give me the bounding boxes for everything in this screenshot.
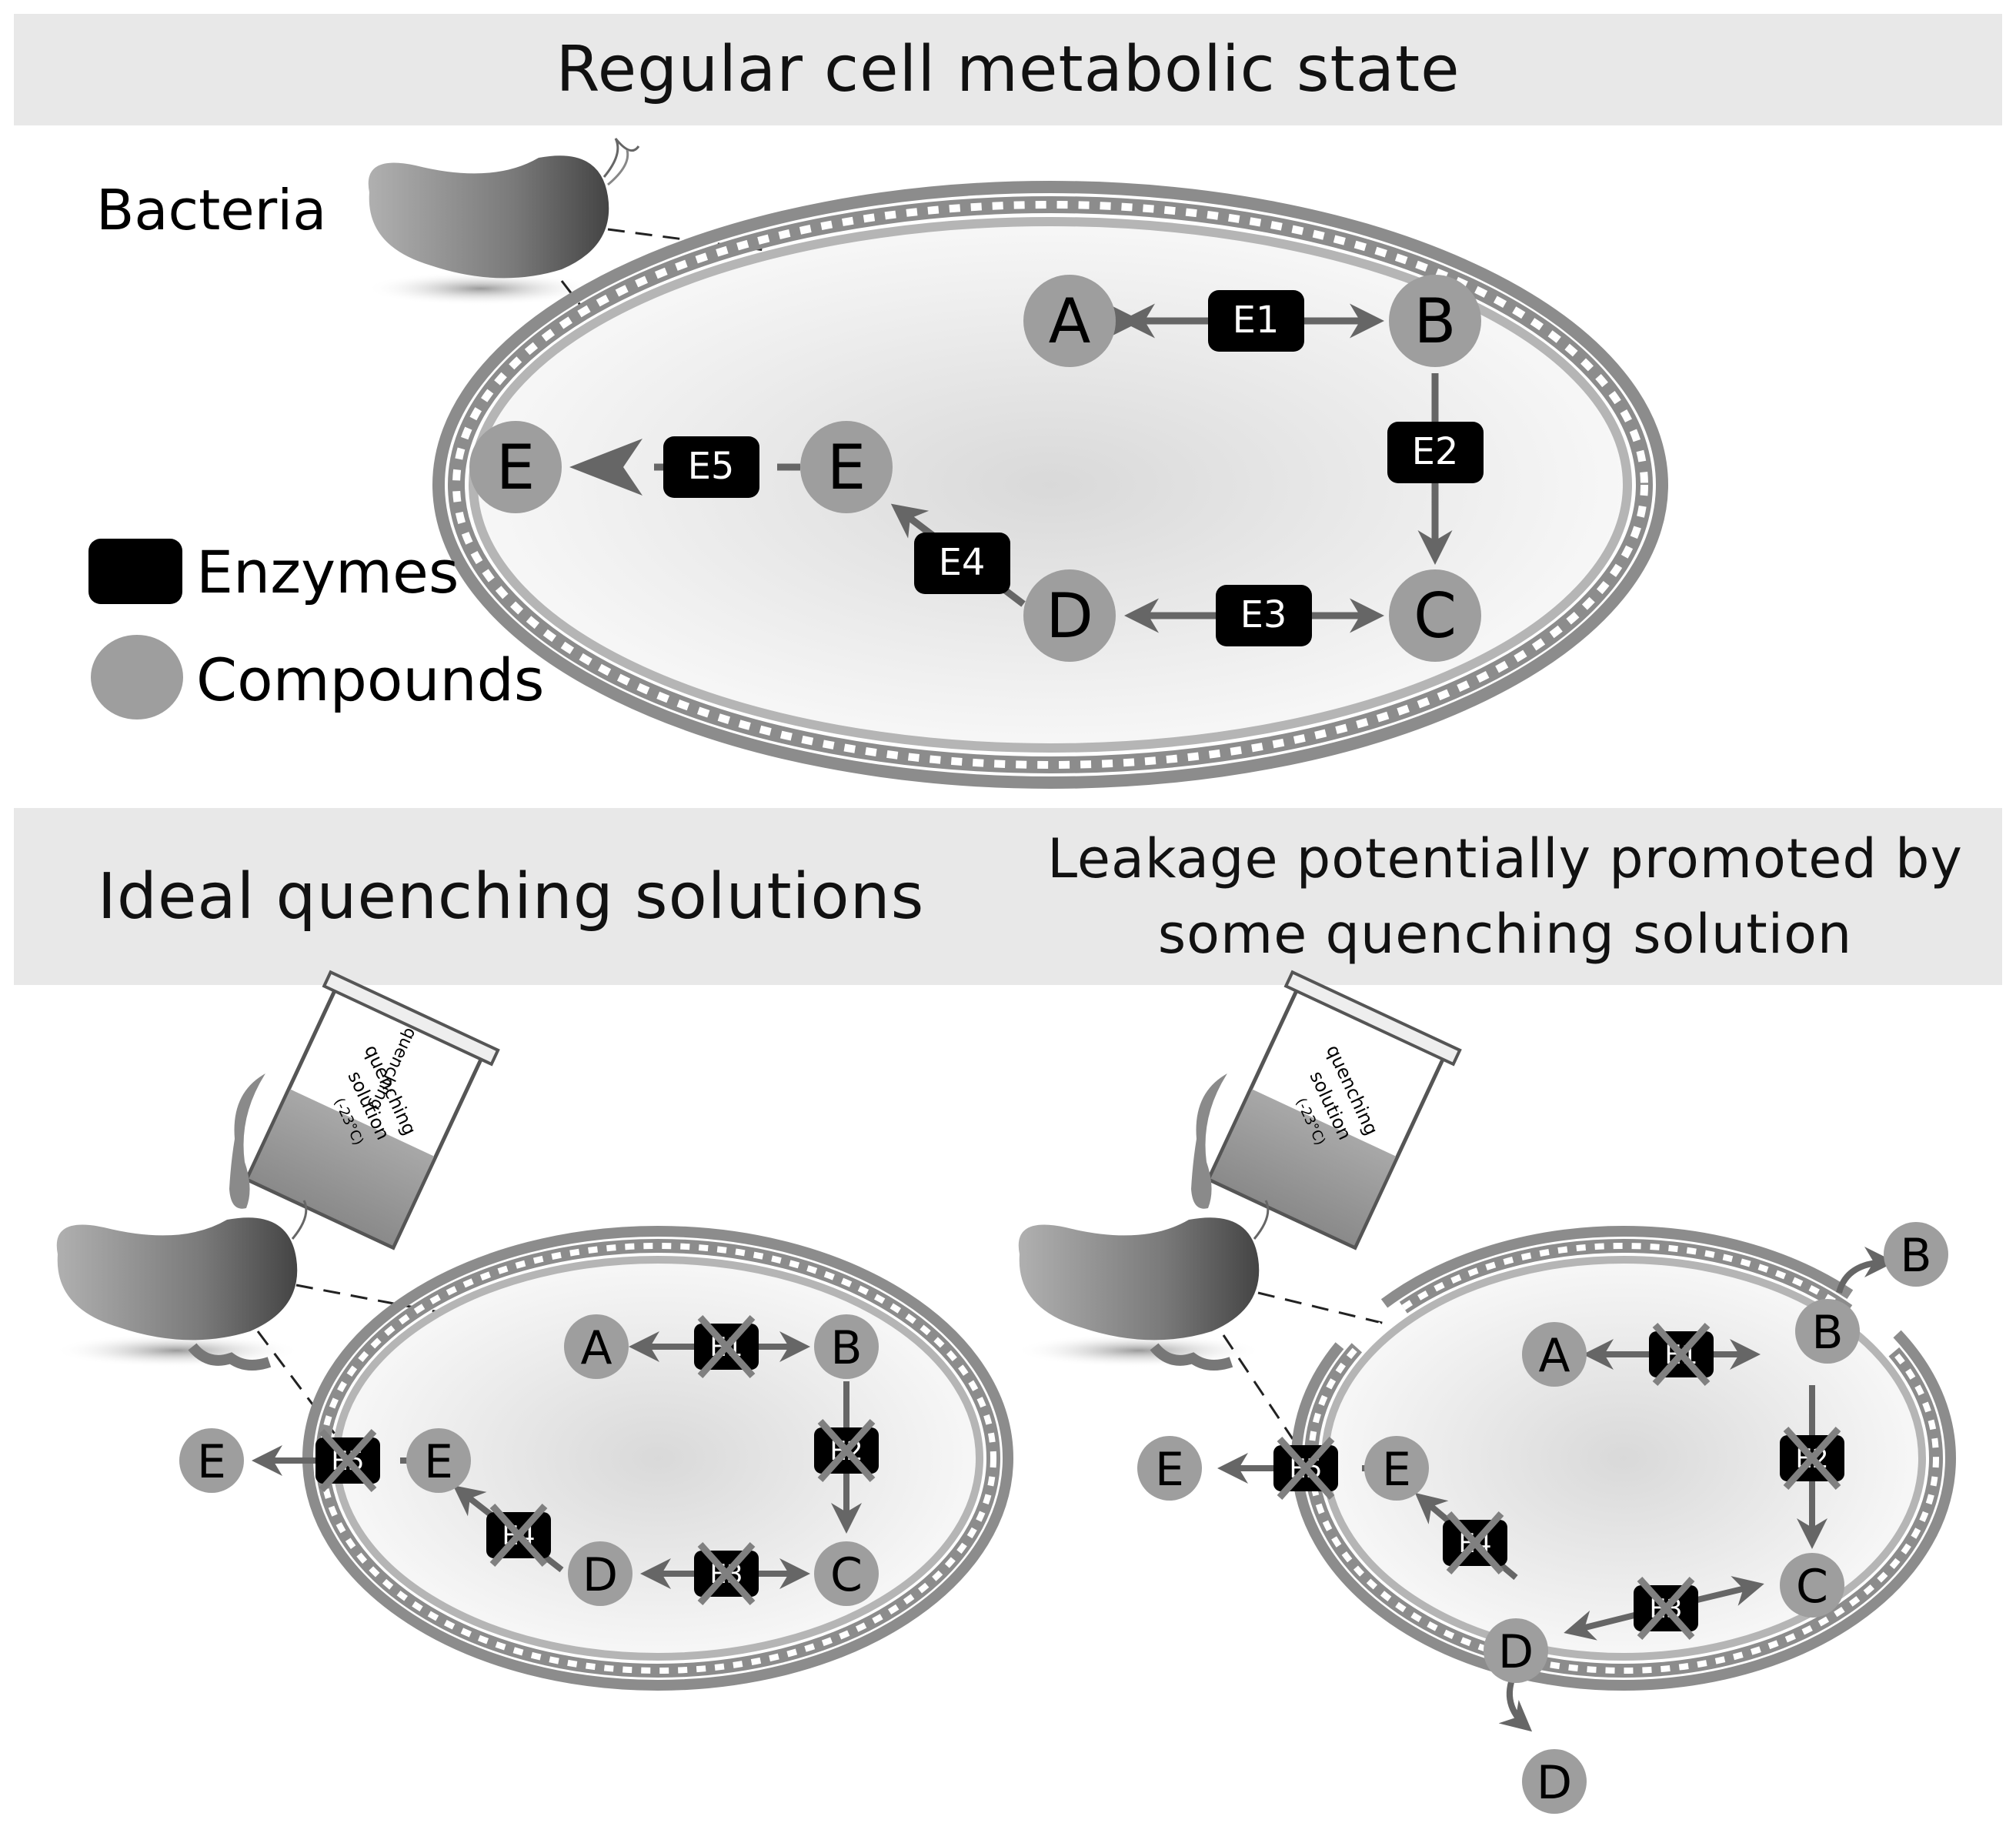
svg-text:B: B [830, 1321, 862, 1375]
title-leakage-line-1: Leakage potentially promoted by [1047, 827, 1963, 890]
legend-compound-swatch [91, 635, 183, 720]
compound-b-ideal: B [814, 1314, 879, 1379]
bottom-left-panel: quenching quenching solution (-23°C) [54, 970, 1013, 1691]
enzyme-e3: E3 [1216, 585, 1312, 646]
legend: Enzymes Compounds [88, 538, 545, 720]
compound-e-outside-ideal: E [179, 1428, 244, 1493]
svg-text:A: A [1049, 285, 1091, 357]
svg-text:B: B [1811, 1306, 1843, 1360]
banner-ideal-quenching: Ideal quenching solutions [14, 808, 1008, 985]
bacteria-illustration-left [54, 1200, 308, 1371]
legend-compounds-label: Compounds [196, 646, 545, 714]
compound-e-outside: E [469, 421, 562, 513]
svg-text:D: D [1498, 1625, 1534, 1679]
svg-text:E1: E1 [1233, 299, 1280, 342]
svg-text:A: A [580, 1321, 612, 1375]
enzyme-e4-inactivated-leaky: E4 [1443, 1511, 1507, 1575]
compound-c: C [1389, 569, 1481, 662]
bottom-right-panel: quenching solution (-23°C) [1016, 970, 1956, 1814]
compound-a: A [1023, 275, 1116, 367]
title-regular-state: Regular cell metabolic state [556, 33, 1460, 106]
compound-d-leaky: D [1484, 1618, 1548, 1683]
compound-e-inside-ideal: E [406, 1428, 471, 1493]
compound-e-inside-leaky: E [1364, 1436, 1429, 1501]
compound-a-ideal: A [564, 1314, 629, 1379]
bacteria-illustration-right [1016, 1200, 1270, 1371]
svg-text:D: D [1537, 1756, 1572, 1810]
svg-text:A: A [1538, 1329, 1570, 1383]
compound-e-inside: E [800, 421, 893, 513]
beaker-illustration-right [1206, 970, 1462, 1250]
legend-enzyme-swatch [88, 539, 182, 604]
enzyme-e4-inactivated: E4 [486, 1503, 551, 1568]
enzyme-e3-inactivated: E3 [694, 1541, 759, 1606]
svg-text:E: E [1155, 1443, 1184, 1497]
svg-text:E2: E2 [1412, 430, 1459, 473]
banner-leakage: Leakage potentially promoted by some que… [1008, 808, 2002, 985]
svg-text:D: D [1046, 580, 1093, 652]
svg-text:E: E [827, 432, 866, 503]
compound-c-ideal: C [814, 1541, 879, 1606]
svg-text:C: C [830, 1548, 863, 1602]
svg-text:E3: E3 [1240, 593, 1287, 636]
compound-e-outside-leaky: E [1137, 1436, 1202, 1501]
svg-text:B: B [1414, 285, 1457, 357]
enzyme-e1-inactivated-leaky: E1 [1649, 1322, 1714, 1387]
enzyme-e2: E2 [1387, 422, 1484, 483]
compound-d: D [1023, 569, 1116, 662]
enzyme-e5-inactivated: E5 [315, 1428, 380, 1493]
bacteria-label: Bacteria [96, 178, 326, 242]
enzyme-e3-inactivated-leaky: E3 [1634, 1576, 1698, 1641]
title-leakage-line-2: some quenching solution [1157, 903, 1853, 966]
beaker-illustration-left: quenching [244, 970, 500, 1250]
enzyme-e1-inactivated: E1 [694, 1314, 759, 1379]
bacteria-illustration [365, 138, 640, 306]
legend-enzymes-label: Enzymes [196, 538, 459, 606]
enzyme-e5: E5 [663, 436, 759, 498]
svg-text:E: E [496, 432, 536, 503]
svg-text:C: C [1414, 580, 1457, 652]
enzyme-e2-inactivated-leaky: E2 [1780, 1426, 1844, 1491]
title-ideal-quenching: Ideal quenching solutions [97, 860, 925, 933]
enzyme-e4: E4 [914, 533, 1010, 594]
svg-text:D: D [582, 1548, 618, 1602]
svg-text:B: B [1900, 1229, 1931, 1283]
banner-regular-state: Regular cell metabolic state [14, 14, 2002, 125]
compound-d-leaked: D [1522, 1749, 1587, 1814]
svg-text:E: E [197, 1435, 226, 1489]
svg-text:E4: E4 [939, 541, 986, 584]
compound-b-leaky: B [1795, 1299, 1860, 1364]
enzyme-e5-inactivated-leaky: E5 [1273, 1436, 1338, 1501]
compound-b-leaked: B [1884, 1222, 1948, 1287]
compound-d-ideal: D [568, 1541, 633, 1606]
compound-c-leaky: C [1780, 1553, 1844, 1618]
svg-text:E: E [1382, 1443, 1411, 1497]
enzyme-e2-inactivated: E2 [814, 1418, 879, 1483]
top-panel: Bacteria A B [88, 138, 1668, 789]
svg-text:E5: E5 [688, 445, 735, 488]
compound-a-leaky: A [1522, 1322, 1587, 1387]
compound-b: B [1389, 275, 1481, 367]
svg-text:C: C [1796, 1560, 1828, 1614]
svg-text:E: E [424, 1435, 453, 1489]
enzyme-e1: E1 [1208, 290, 1304, 352]
